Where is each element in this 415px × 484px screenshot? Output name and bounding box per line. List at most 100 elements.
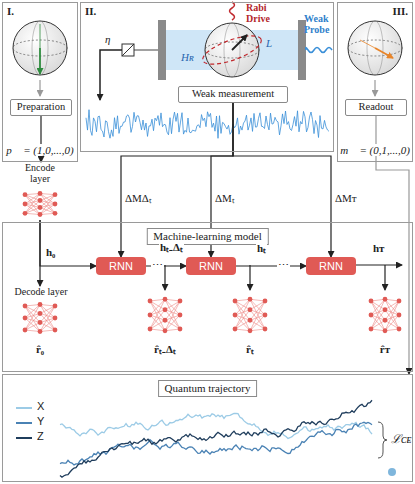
neuron bbox=[23, 192, 28, 197]
neuron bbox=[38, 212, 43, 217]
neuron bbox=[148, 299, 153, 304]
annotation: ⋯ bbox=[277, 259, 290, 272]
neuron bbox=[383, 307, 388, 312]
neuron bbox=[38, 320, 43, 325]
annotation: Rabi Drive bbox=[245, 2, 283, 24]
edge-label: hₜ₋Δₜ bbox=[159, 241, 184, 254]
stroke bbox=[25, 323, 40, 331]
neuron bbox=[263, 313, 268, 318]
neuron bbox=[178, 299, 183, 304]
node-text: RNN bbox=[199, 260, 223, 273]
neuron bbox=[383, 328, 388, 333]
node-text: Readout bbox=[359, 101, 394, 113]
stroke bbox=[165, 320, 180, 329]
neuron bbox=[38, 198, 43, 203]
legend-swatch bbox=[16, 407, 32, 409]
stroke bbox=[150, 301, 165, 331]
panel: I. Preparation bbox=[2, 2, 78, 162]
annotation: hᴛ bbox=[372, 242, 386, 255]
neuron bbox=[163, 307, 168, 312]
stroke bbox=[235, 299, 250, 329]
stroke bbox=[150, 310, 165, 329]
connector bbox=[40, 220, 96, 266]
neuron bbox=[53, 211, 58, 216]
neuron bbox=[23, 202, 28, 207]
neuron bbox=[248, 297, 253, 302]
trajectory-curve bbox=[60, 400, 372, 477]
neuron bbox=[248, 318, 253, 323]
neuron bbox=[23, 316, 28, 321]
edge-label: ΔMᴛ bbox=[334, 192, 358, 205]
edge-label: h₀ bbox=[45, 246, 56, 259]
stroke bbox=[371, 320, 385, 329]
panel: III. Readout bbox=[337, 2, 413, 162]
neuron bbox=[163, 297, 168, 302]
annotation: ℒᴄᴇ bbox=[390, 433, 412, 447]
neuron bbox=[23, 328, 28, 333]
annotation: r̂₀ bbox=[35, 343, 45, 356]
node-text: Decode layer bbox=[8, 286, 74, 297]
network-layer: Decode layer bbox=[8, 286, 74, 336]
neuron bbox=[53, 202, 58, 207]
connector bbox=[236, 265, 306, 266]
neuron bbox=[397, 313, 402, 318]
neuron bbox=[178, 327, 183, 332]
trajectory-plot bbox=[60, 400, 372, 477]
loss-bracket bbox=[378, 422, 396, 476]
neuron bbox=[53, 304, 58, 309]
section-band: Quantum trajectory bbox=[2, 374, 413, 482]
stroke bbox=[250, 299, 265, 329]
annotation: L bbox=[265, 37, 273, 50]
stroke bbox=[235, 301, 250, 331]
neuron bbox=[23, 304, 28, 309]
stroke bbox=[40, 323, 55, 331]
legend-text: Z bbox=[36, 430, 45, 443]
stroke bbox=[235, 320, 250, 329]
node-text: Quantum trajectory bbox=[158, 380, 258, 397]
neuron bbox=[233, 299, 238, 304]
stroke bbox=[165, 299, 180, 329]
neuron bbox=[148, 313, 153, 318]
stroke bbox=[385, 320, 399, 329]
neuron bbox=[38, 329, 43, 334]
neuron bbox=[53, 316, 58, 321]
stroke bbox=[250, 320, 265, 329]
panel: II. Weak measurement bbox=[80, 2, 334, 152]
neuron bbox=[53, 192, 58, 197]
annotation: m⃗ = (0,1,...,0) bbox=[339, 144, 411, 157]
annotation: ⋯ bbox=[151, 259, 164, 272]
edge-label: ΔMₜ bbox=[214, 192, 236, 205]
node-text: III. bbox=[392, 5, 408, 18]
neuron bbox=[369, 327, 374, 332]
neuron bbox=[178, 313, 183, 318]
stroke bbox=[40, 208, 55, 214]
label-box: Weak measurement bbox=[178, 86, 288, 103]
network-layer: Encode layer bbox=[14, 162, 66, 220]
stroke bbox=[165, 301, 180, 331]
neuron bbox=[23, 211, 28, 216]
annotation: r̂ₜ₋Δₜ bbox=[153, 343, 177, 356]
legend-swatch bbox=[16, 437, 32, 439]
rnn-cell: RNN bbox=[306, 257, 356, 275]
neuron bbox=[38, 311, 43, 316]
edge-label: hₜ bbox=[256, 242, 267, 255]
neuron bbox=[397, 327, 402, 332]
node-text: RNN bbox=[109, 260, 133, 273]
label-box: Readout bbox=[345, 99, 407, 116]
annotation: p⃗ = (1,0,...,0) bbox=[5, 144, 74, 157]
neuron bbox=[369, 313, 374, 318]
connector bbox=[39, 220, 40, 286]
legend-swatch bbox=[16, 422, 32, 424]
edge-label: ΔMΔₜ bbox=[124, 192, 153, 205]
stroke bbox=[250, 301, 265, 331]
node-text: I. bbox=[7, 5, 14, 18]
node-text: II. bbox=[85, 5, 96, 18]
legend-text: Y bbox=[36, 415, 45, 428]
neuron bbox=[233, 327, 238, 332]
rnn-cell: RNN bbox=[96, 257, 146, 275]
legend-text: X bbox=[36, 400, 45, 413]
node-text: Encode layer bbox=[18, 162, 62, 184]
label-box: Preparation bbox=[10, 99, 72, 116]
neuron bbox=[148, 327, 153, 332]
annotation: Weak Probe bbox=[303, 13, 337, 35]
